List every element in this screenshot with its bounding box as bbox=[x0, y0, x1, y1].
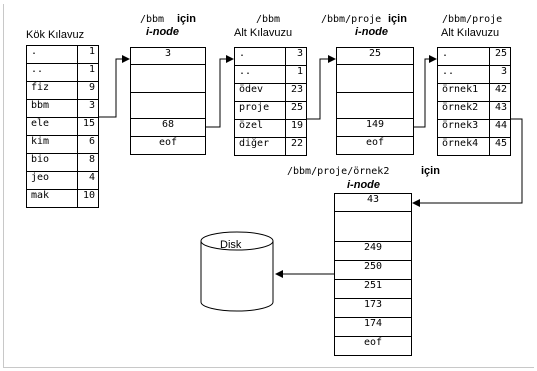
arrow-proje-inode-to-dir bbox=[414, 55, 437, 128]
proje-inode-cell bbox=[336, 92, 414, 119]
bbm-inode-title-path: /bbm bbox=[140, 14, 165, 25]
arrow-bbm-dir-to-proje-inode bbox=[307, 55, 336, 120]
ornek2-inode-title-path: /bbm/proje/örnek2 bbox=[287, 166, 390, 177]
ornek2-inode-cell: eof bbox=[334, 336, 412, 356]
root-dir-inode-cell: 1 bbox=[77, 63, 99, 82]
proje-inode-cell: eof bbox=[336, 136, 414, 155]
bbm-dir-inode-cell: 22 bbox=[285, 137, 307, 156]
disk-label: Disk bbox=[220, 239, 242, 251]
proje-dir-inode-cell: 45 bbox=[489, 137, 511, 156]
bbm-inode-cell bbox=[130, 64, 206, 93]
proje-inode-title-path: /bbm/proje bbox=[321, 14, 382, 25]
root-dir-title: Kök Kılavuz bbox=[26, 29, 85, 41]
disk-icon bbox=[200, 231, 274, 312]
bbm-inode-title-inode: i-node bbox=[146, 26, 179, 38]
bbm-dir-title-path: /bbm bbox=[256, 14, 281, 25]
proje-dir-inode-cell: 44 bbox=[489, 119, 511, 138]
ornek2-inode-title-suffix: için bbox=[421, 165, 440, 177]
proje-dir-title-label: Alt Kılavuzu bbox=[441, 27, 500, 39]
proje-dir-title-path: /bbm/proje bbox=[442, 14, 503, 25]
proje-inode-title-inode: i-node bbox=[355, 26, 388, 38]
bbm-inode-cell: eof bbox=[130, 136, 206, 155]
arrow-bbm-inode-to-dir bbox=[206, 55, 234, 128]
bbm-inode-title-suffix: için bbox=[177, 13, 196, 25]
arrow-proje-dir-to-ornek2-inode bbox=[412, 118, 523, 207]
proje-inode-title-suffix: için bbox=[388, 13, 407, 25]
root-dir-inode-cell: 10 bbox=[77, 189, 99, 208]
bbm-dir-title-label: Alt Kılavuzu bbox=[234, 27, 293, 39]
arrow-root-to-bbm-inode bbox=[99, 55, 130, 118]
bbm-dir-inode-cell: 3 bbox=[285, 47, 307, 66]
ornek2-inode-title-inode: i-node bbox=[347, 179, 380, 191]
diagram-frame bbox=[3, 4, 534, 368]
